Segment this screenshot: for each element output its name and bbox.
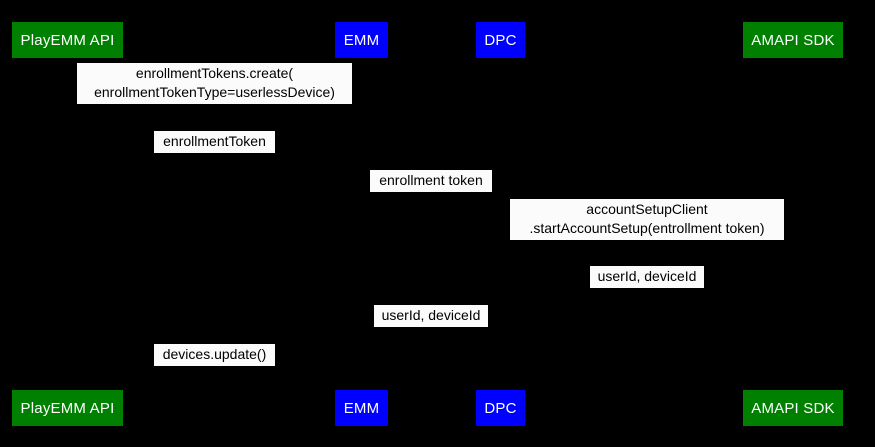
participant-bottom-playemm-api[interactable]: PlayEMM API xyxy=(11,389,124,427)
participant-top-dpc[interactable]: DPC xyxy=(475,21,526,59)
participant-label: PlayEMM API xyxy=(20,31,115,49)
message-line-2: enrollmentTokenType=userlessDevice) xyxy=(94,84,335,100)
lifeline-emm xyxy=(361,58,362,390)
message-label-start-account-setup: accountSetupClient .startAccountSetup(en… xyxy=(510,199,784,240)
participant-label: DPC xyxy=(484,399,517,417)
lifeline-amapi-sdk xyxy=(793,58,794,390)
arrow-message-4 xyxy=(500,240,793,241)
message-line-1: accountSetupClient xyxy=(586,201,708,217)
message-line-1: userId, deviceId xyxy=(381,307,481,323)
message-line-1: userId, deviceId xyxy=(597,268,697,284)
participant-label: EMM xyxy=(343,31,380,49)
message-line-1: enrollmentTokens.create( xyxy=(135,65,294,81)
participant-top-playemm-api[interactable]: PlayEMM API xyxy=(11,21,124,59)
participant-label: PlayEMM API xyxy=(20,399,115,417)
participant-bottom-emm[interactable]: EMM xyxy=(334,389,389,427)
participant-bottom-amapi-sdk[interactable]: AMAPI SDK xyxy=(742,389,844,427)
participant-label: AMAPI SDK xyxy=(751,399,835,417)
message-label-enrollment-token-response: enrollmentToken xyxy=(154,131,275,153)
message-line-2: .startAccountSetup(entrollment token) xyxy=(529,220,765,236)
lifeline-playemm-api xyxy=(67,58,68,390)
message-line-1: enrollmentToken xyxy=(163,133,266,149)
message-label-enrollment-token: enrollment token xyxy=(370,170,492,192)
arrow-message-1 xyxy=(67,104,361,105)
participant-top-amapi-sdk[interactable]: AMAPI SDK xyxy=(742,21,844,59)
message-label-userid-deviceid-dpc: userId, deviceId xyxy=(374,305,488,327)
arrow-message-3 xyxy=(361,192,500,193)
arrow-message-6 xyxy=(361,327,500,328)
participant-label: AMAPI SDK xyxy=(751,31,835,49)
arrow-message-5 xyxy=(500,288,793,289)
participant-bottom-dpc[interactable]: DPC xyxy=(475,389,526,427)
participant-top-emm[interactable]: EMM xyxy=(334,21,389,59)
arrow-message-7 xyxy=(67,366,361,367)
message-label-userid-deviceid-sdk: userId, deviceId xyxy=(590,266,704,288)
participant-label: EMM xyxy=(343,399,380,417)
arrow-message-2 xyxy=(67,153,361,154)
lifeline-dpc xyxy=(500,58,501,390)
participant-label: DPC xyxy=(484,31,517,49)
message-line-1: devices.update() xyxy=(162,346,267,362)
message-label-devices-update: devices.update() xyxy=(154,344,275,366)
message-label-enrollment-tokens-create: enrollmentTokens.create( enrollmentToken… xyxy=(77,63,352,104)
message-line-1: enrollment token xyxy=(379,172,483,188)
